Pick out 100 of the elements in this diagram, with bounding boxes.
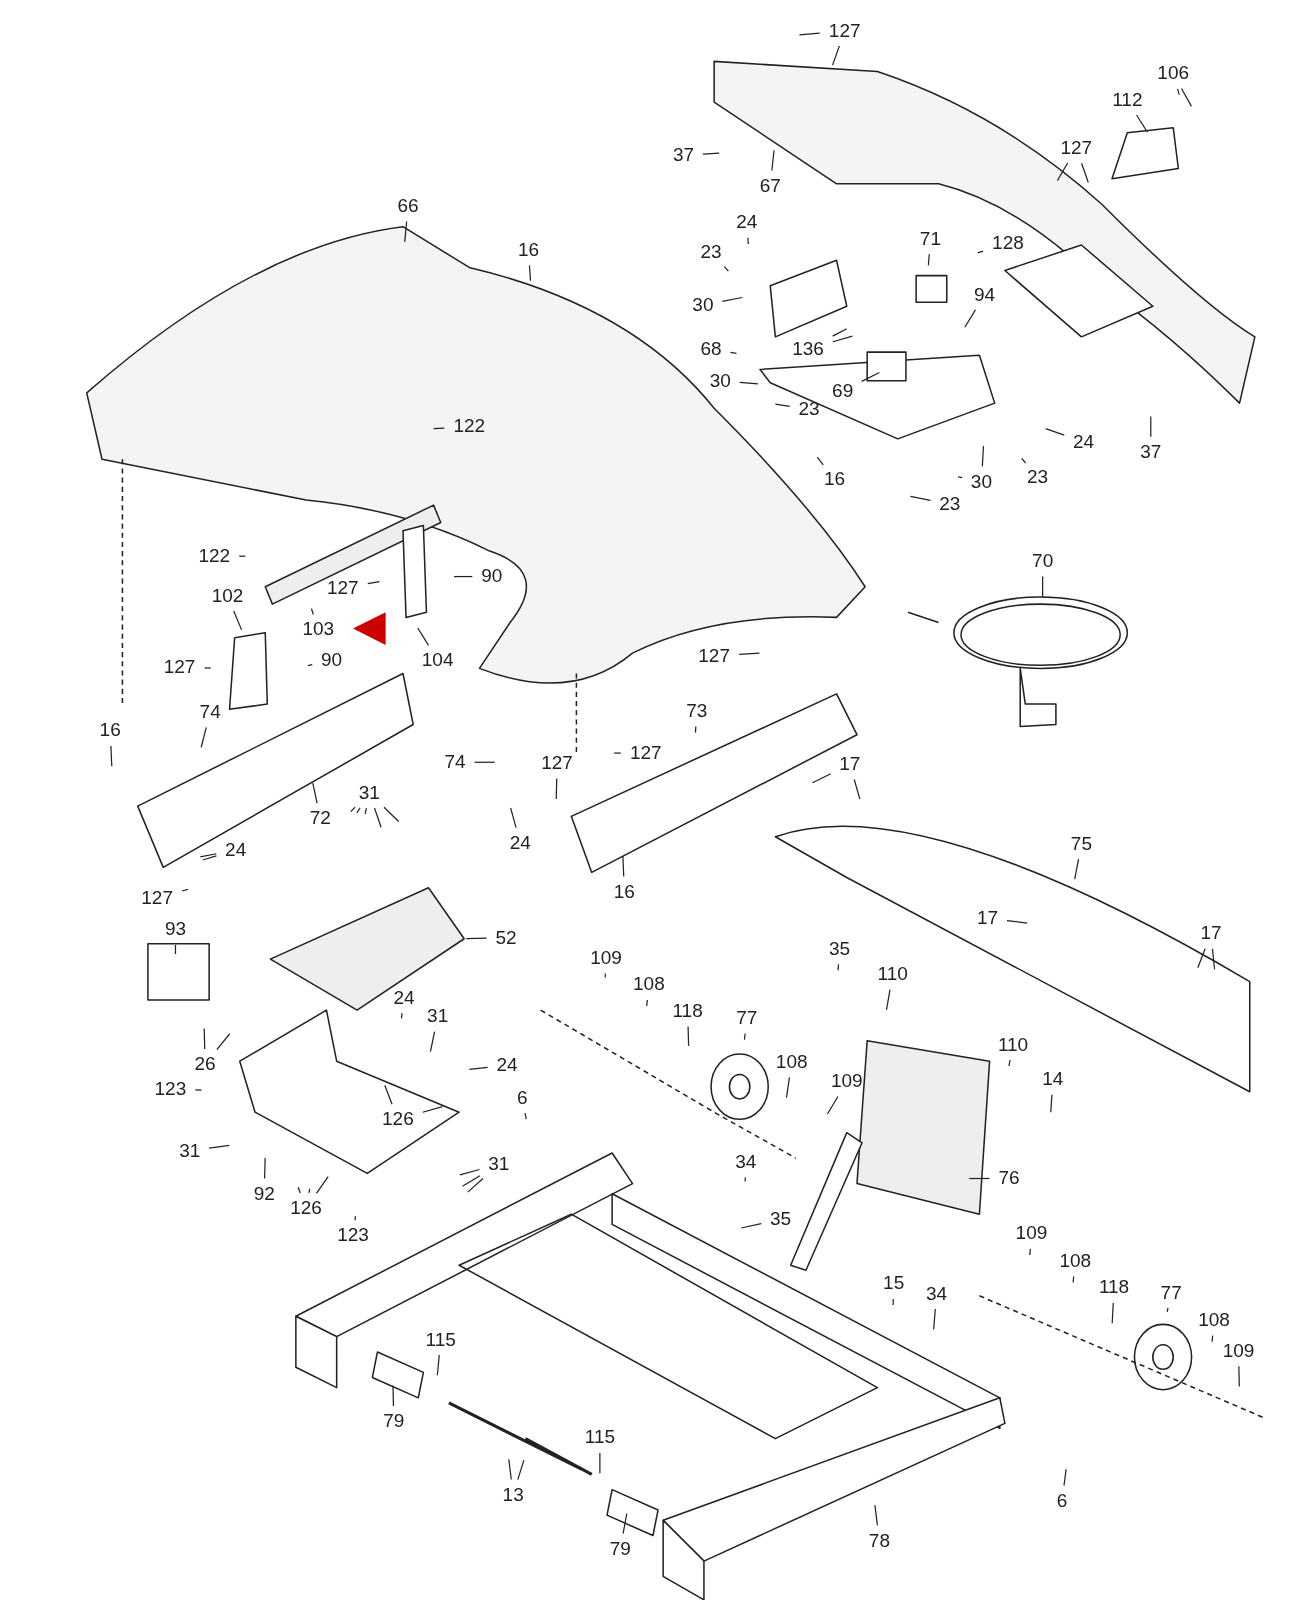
callout-number: 31 bbox=[178, 1140, 202, 1161]
callout-number: 127 bbox=[827, 20, 862, 41]
callout-number: 67 bbox=[758, 175, 782, 196]
callout-number: 122 bbox=[452, 416, 487, 437]
callout-number: 127 bbox=[540, 753, 574, 774]
leader-line bbox=[968, 1177, 991, 1180]
callout-number: 77 bbox=[1159, 1282, 1183, 1303]
callout-number: 136 bbox=[791, 338, 825, 359]
leader-line bbox=[785, 1076, 791, 1099]
leader-line bbox=[1238, 1365, 1240, 1388]
leader-line bbox=[798, 32, 821, 36]
leader-line bbox=[367, 581, 381, 585]
callout-number: 79 bbox=[608, 1538, 632, 1559]
callout-number: 122 bbox=[197, 546, 232, 566]
leader-line bbox=[885, 989, 891, 1011]
leader-line bbox=[404, 220, 408, 243]
leader-line bbox=[467, 1177, 484, 1193]
leader-line bbox=[927, 253, 930, 267]
callout-number: 34 bbox=[734, 1152, 758, 1172]
leader-line bbox=[194, 1089, 203, 1091]
callout-number: 37 bbox=[671, 145, 696, 166]
callout-number: 75 bbox=[1069, 833, 1093, 854]
leader-line bbox=[771, 149, 775, 172]
callout-number: 127 bbox=[325, 577, 360, 598]
leader-line bbox=[1074, 858, 1080, 880]
callout-number: 16 bbox=[98, 720, 122, 741]
leader-line bbox=[1006, 920, 1028, 924]
callout-number: 102 bbox=[210, 585, 245, 606]
callout-number: 69 bbox=[831, 380, 855, 401]
leader-line bbox=[837, 963, 840, 971]
leader-line bbox=[181, 888, 189, 892]
leader-line bbox=[1063, 1468, 1067, 1487]
leader-line bbox=[738, 652, 761, 656]
callout-number: 17 bbox=[1199, 923, 1223, 944]
leader-line bbox=[373, 807, 382, 828]
callout-number: 17 bbox=[838, 754, 862, 775]
callout-number: 108 bbox=[632, 974, 666, 995]
leader-line bbox=[510, 807, 517, 829]
callout-number: 77 bbox=[735, 1008, 759, 1029]
callout-number: 34 bbox=[924, 1283, 949, 1304]
leader-line bbox=[687, 1025, 690, 1047]
leader-line bbox=[739, 381, 759, 385]
callout-number: 23 bbox=[797, 399, 821, 420]
leader-line bbox=[1150, 415, 1152, 438]
leader-line bbox=[964, 309, 977, 328]
leader-line bbox=[200, 726, 207, 748]
leader-line bbox=[604, 972, 606, 979]
callout-number: 79 bbox=[382, 1411, 406, 1432]
leader-line bbox=[1211, 1335, 1214, 1343]
leader-line bbox=[622, 1512, 628, 1535]
callout-number: 24 bbox=[735, 212, 759, 233]
callout-number: 76 bbox=[997, 1168, 1021, 1189]
callout-number: 24 bbox=[508, 832, 532, 853]
callout-number: 109 bbox=[829, 1071, 864, 1092]
leader-line bbox=[599, 1452, 601, 1474]
callout-number: 108 bbox=[774, 1052, 809, 1072]
leader-line bbox=[832, 328, 848, 337]
leader-line bbox=[383, 806, 400, 823]
leader-line bbox=[1021, 457, 1027, 464]
callout-number: 70 bbox=[1031, 551, 1055, 572]
leader-line bbox=[524, 1112, 527, 1120]
leader-line bbox=[354, 1215, 357, 1221]
callout-number: 126 bbox=[289, 1197, 323, 1218]
leader-line bbox=[1050, 1094, 1053, 1113]
leader-line bbox=[461, 1175, 481, 1187]
callout-number: 126 bbox=[381, 1109, 415, 1130]
callout-number: 103 bbox=[301, 619, 336, 640]
callout-number: 109 bbox=[1014, 1223, 1049, 1244]
callout-number: 24 bbox=[495, 1055, 519, 1076]
callout-number: 16 bbox=[516, 239, 540, 260]
callout-number: 16 bbox=[612, 881, 636, 902]
callout-number: 35 bbox=[768, 1209, 792, 1230]
leader-line bbox=[400, 1012, 403, 1020]
callout-number: 118 bbox=[671, 1001, 704, 1021]
callout-number: 17 bbox=[976, 908, 1000, 929]
callout-number: 127 bbox=[1059, 137, 1094, 158]
callout-number: 123 bbox=[153, 1078, 188, 1099]
leader-line bbox=[874, 1504, 879, 1526]
leader-line bbox=[744, 1176, 746, 1183]
callout-number: 23 bbox=[938, 493, 962, 514]
callout-number: 92 bbox=[252, 1183, 276, 1204]
callout-number: 24 bbox=[1071, 431, 1095, 452]
leader-line bbox=[977, 250, 984, 254]
leader-line bbox=[933, 1308, 936, 1330]
leader-line bbox=[174, 944, 177, 955]
callout-number: 106 bbox=[1156, 63, 1191, 84]
leader-line bbox=[694, 725, 697, 734]
callout-number: 30 bbox=[691, 295, 715, 316]
leader-line bbox=[1042, 575, 1044, 598]
leader-line bbox=[417, 627, 430, 646]
callout-number: 118 bbox=[1097, 1277, 1131, 1298]
callout-number: 93 bbox=[163, 919, 188, 940]
callout-number: 74 bbox=[198, 702, 222, 723]
leader-line bbox=[816, 456, 824, 466]
leader-line bbox=[233, 610, 243, 631]
callout-number: 74 bbox=[443, 752, 467, 773]
callout-number: 31 bbox=[487, 1154, 511, 1175]
callout-number: 127 bbox=[628, 742, 663, 763]
leader-line bbox=[853, 778, 861, 800]
leader-line bbox=[723, 266, 729, 272]
